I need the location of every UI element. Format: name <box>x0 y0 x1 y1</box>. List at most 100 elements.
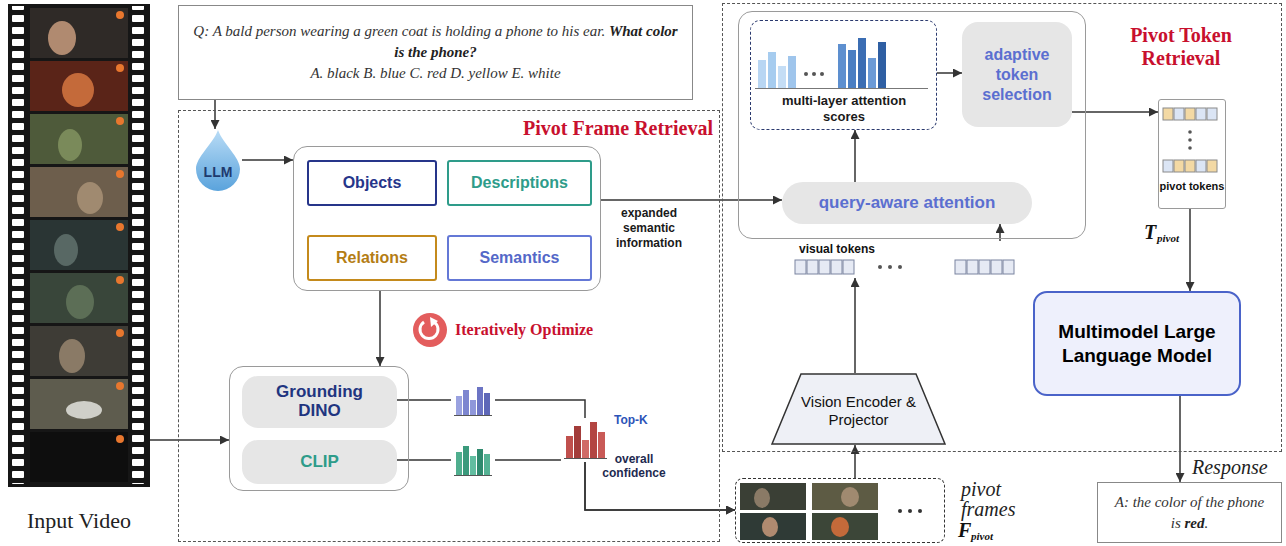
attention-panel: multi-layer attention scoresadaptive tok… <box>738 11 1086 239</box>
video-frame <box>30 326 128 376</box>
attention-bars <box>858 38 866 88</box>
optimize-icon <box>430 317 438 327</box>
semantic-box: Objects <box>307 160 437 206</box>
pivot-frame-thumbnail <box>841 487 859 507</box>
pivot-token-cells <box>1185 108 1195 120</box>
pivot-token-cells <box>1185 160 1195 172</box>
connector-arrow <box>1072 111 1158 113</box>
connector-arrow <box>854 130 856 182</box>
node-text: Grounding DINO <box>262 383 377 420</box>
connector-arrow <box>150 439 229 441</box>
visual-token-cells <box>1003 260 1014 274</box>
subscript: pivot <box>971 531 993 542</box>
semantic-box: Descriptions <box>447 160 592 206</box>
pivot-frame-thumbnail <box>908 509 912 513</box>
video-frame <box>116 64 124 72</box>
film-strip-art <box>132 6 144 484</box>
visual-token-cells <box>878 265 882 269</box>
node-text: Pivot Token Retrieval <box>1091 24 1271 70</box>
response-note: Response <box>1192 457 1268 477</box>
video-frame <box>30 61 128 111</box>
video-frame <box>116 329 124 337</box>
attention-bars <box>878 42 886 88</box>
node-text: Semantics <box>479 249 559 267</box>
drop-outline <box>194 129 242 191</box>
node-text: Vision Encoder & Projector <box>801 393 916 429</box>
text-line: Q: A bald person wearing a green coat is… <box>193 21 678 63</box>
grounding-panel: Grounding DINO CLIP <box>229 366 409 491</box>
video-frame <box>116 382 124 390</box>
confidence-chart <box>590 422 597 458</box>
pivot-token-cells <box>1174 108 1184 120</box>
score-chart <box>463 390 469 415</box>
pivot-frames-box: pivot frames <box>735 478 945 543</box>
score-chart <box>454 475 492 476</box>
set-symbol: F <box>958 520 971 540</box>
node-text: visual tokens <box>799 242 909 256</box>
pivot-frame-thumbnail <box>740 513 806 540</box>
optimize-icon <box>413 313 447 347</box>
pivot-token-cells <box>1188 146 1192 150</box>
video-frame <box>116 117 124 125</box>
attention-bars <box>838 44 846 88</box>
pivot-token-cells <box>1196 108 1206 120</box>
video-frame <box>116 435 124 443</box>
score-chart <box>484 393 490 415</box>
visual-token-cells <box>843 260 854 274</box>
confidence-chart <box>564 458 607 459</box>
video-frame <box>30 167 128 217</box>
edge-label: expanded semantic information <box>604 206 694 251</box>
semantic-box: Relations <box>307 235 437 281</box>
score-chart <box>456 452 462 475</box>
score-chart <box>470 400 476 415</box>
attention-bars <box>768 52 776 88</box>
pivot-frame-thumbnail <box>762 517 778 537</box>
selection-pill: adaptive token selection <box>962 22 1072 127</box>
expansion-panel: Objects DescriptionsRelations Semantics <box>293 146 601 291</box>
pivot-tokens-box: pivot tokens <box>1158 99 1226 209</box>
encoder-trapezoid: Vision Encoder & Projector <box>771 373 946 445</box>
node-text: Input Video <box>8 508 150 534</box>
pivot-token-cells <box>1196 160 1206 172</box>
video-frame <box>59 339 85 373</box>
mllm-box: Multimodel Large Language Model <box>1033 291 1241 396</box>
token-row: visual tokens <box>791 241 1021 278</box>
model-pill: CLIP <box>242 440 397 484</box>
video-frame <box>30 273 128 323</box>
video-frame <box>30 432 128 482</box>
node-text: Q: A bald person wearing a green coat is… <box>193 23 605 39</box>
pivot-frame-thumbnail <box>918 509 922 513</box>
question-box: Q: A bald person wearing a green coat is… <box>178 5 693 100</box>
visual-token-cells <box>807 260 818 274</box>
film-strip-art <box>12 6 24 484</box>
node-text: pivot tokens <box>1159 180 1225 193</box>
video-frame <box>116 11 124 19</box>
node-text: query-aware attention <box>819 193 996 213</box>
node-text: red <box>1185 515 1205 531</box>
node-text: Multimodel Large Language Model <box>1047 320 1227 368</box>
text-line: A. black B. blue C. red D. yellow E. whi… <box>310 63 560 84</box>
video-frame <box>66 401 102 419</box>
node-text: Pivot Frame Retrieval <box>479 117 713 140</box>
node-text: LLM <box>204 164 233 180</box>
topk-note: Top-K <box>614 413 648 427</box>
score-chart <box>451 382 495 419</box>
node-text: Descriptions <box>471 174 568 192</box>
optimize-icon <box>420 322 438 338</box>
score-chart <box>456 396 462 415</box>
pivot-token-cells <box>1207 160 1217 172</box>
visual-token-cells <box>898 265 902 269</box>
attention-bars <box>868 58 876 88</box>
attention-bars <box>755 88 928 89</box>
visual-token-cells <box>795 260 1014 274</box>
visual-token-cells <box>955 260 966 274</box>
scores-box: multi-layer attention scores <box>750 20 937 130</box>
score-chart <box>451 382 495 419</box>
drop-outline <box>196 130 240 191</box>
node-text: pivot frames <box>961 479 1031 519</box>
pivot-frame-thumbnail <box>812 483 878 510</box>
pivot-token-cells <box>1188 130 1192 134</box>
video-frame <box>30 8 128 58</box>
video-frame <box>116 223 124 231</box>
attention-bars <box>778 66 786 88</box>
